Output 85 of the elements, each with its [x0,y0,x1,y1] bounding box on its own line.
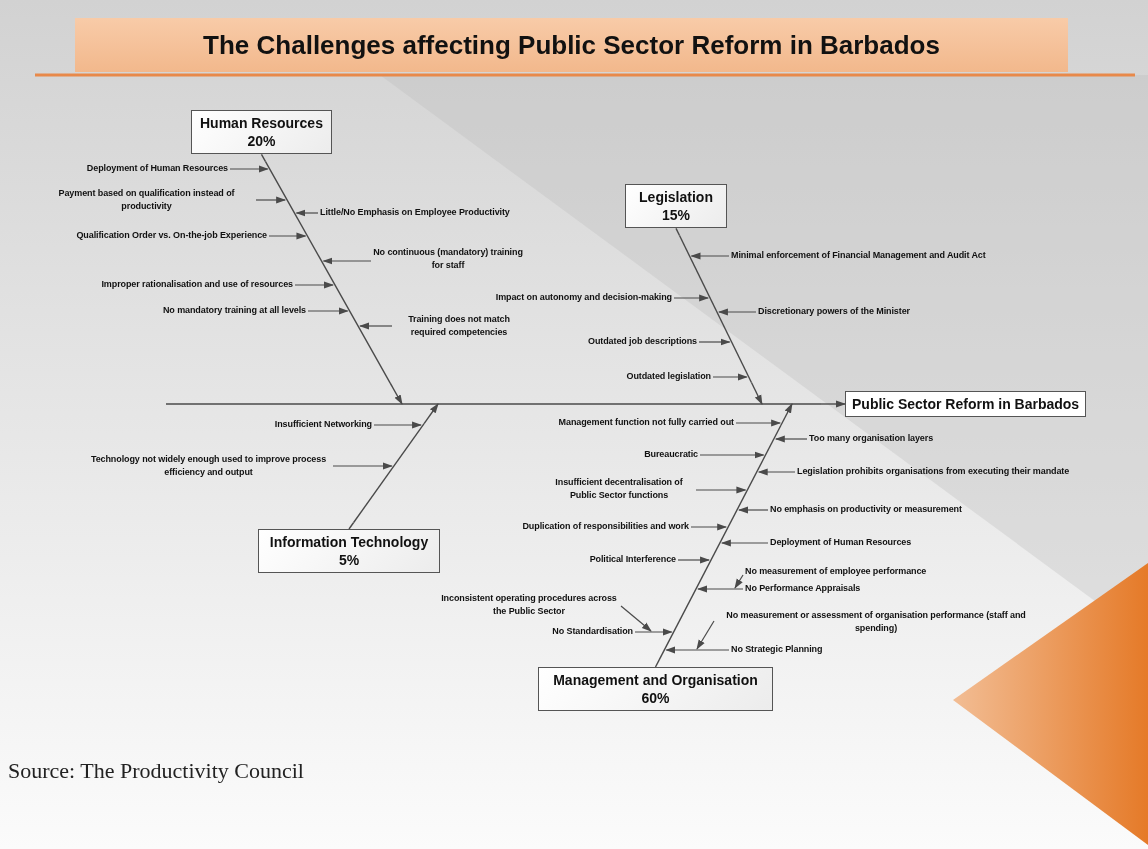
cause-label: Improper rationalisation and use of resources [101,278,293,292]
arrow [695,486,747,494]
arrow [322,257,372,265]
cause-label: Little/No Emphasis on Employee Productivity [320,206,510,220]
cause-label: Training does not match required competencies [394,312,524,340]
cause-label: Payment based on qualification instead of productivity [39,186,254,214]
cause-label: Duplication of responsibilities and work [522,520,689,534]
category-title: Information Technology [268,533,430,552]
arrow [255,196,287,204]
arrow [634,628,673,636]
title: The Challenges affecting Public Sector Reform in Barbados [203,29,940,61]
arrow [359,322,393,330]
arrow [677,556,711,564]
arrow [389,382,403,405]
arrow [268,232,307,240]
arrow [774,435,808,443]
connector-line [260,153,267,163]
percentage-label: 15% [661,206,691,225]
cause-label: No measurement of employee performance [745,565,927,579]
arrow [690,252,730,260]
cause-label: Deployment of Human Resources [86,162,228,176]
leader-arrow [696,620,715,650]
arrow [699,451,765,459]
cause-label: No measurement or assessment of organisation performance (staff and spending) [716,608,1036,636]
arrow [720,539,769,547]
cause-label: Management function not fully carried out [558,416,734,430]
percentage-label: 5% [337,551,361,570]
category-box [258,529,440,574]
arrow [229,165,269,173]
connector-line [675,227,681,237]
leader-arrow [734,574,744,589]
arrow [665,646,730,654]
category-title: Human Resources [200,114,323,133]
arrow [750,381,763,405]
cause-label: Outdated job descriptions [588,335,697,349]
arrow [332,462,393,470]
arrow [698,338,731,346]
arrow [738,506,769,514]
cause-label: Legislation prohibits organisations from executing their mandate [797,465,1070,479]
cause-label: Insufficient Networking [274,418,372,432]
cause-label: No continuous (mandatory) training for staff [373,245,523,273]
arrow [735,419,782,427]
arrow [757,468,796,476]
cause-label: No emphasis on productivity or measurement [770,503,962,517]
arrow [295,209,319,217]
cause-label: Insufficient decentralisation of Public Sector functions [544,475,694,503]
cause-label: Discretionary powers of the Minister [758,305,910,319]
category-title: Management and Organisation [552,671,759,690]
arrow [373,421,423,429]
connector-line [348,521,355,530]
percentage-label: 60% [640,689,671,708]
category-title: Legislation [638,188,714,207]
arrow [712,373,748,381]
cause-label: Technology not widely enough used to improve process efficiency and output [86,452,331,480]
arrow [294,281,334,289]
cause-label: Bureaucratic [644,448,698,462]
connector-line [654,659,660,668]
cause-label: Too many organisation layers [809,432,934,446]
arrow [697,585,744,593]
arrow [717,308,757,316]
cause-label: Political Interference [589,553,676,567]
cause-label: No Strategic Planning [731,643,823,657]
caption: Source: The Productivity Council [8,758,304,784]
cause-label: Outdated legislation [626,370,711,384]
category-box [191,110,332,155]
percentage-label: 20% [246,132,277,151]
arrow [423,403,439,425]
cause-label: Qualification Order vs. On-the-job Experience [76,229,267,243]
arrow [690,523,728,531]
cause-label: Impact on autonomy and decision-making [495,291,672,305]
arrow [307,307,349,315]
category-box [625,184,727,229]
arrow [673,294,710,302]
cause-label: No Performance Appraisals [745,582,861,596]
cause-label: No Standardisation [552,625,633,639]
leader-arrow [620,605,652,632]
cause-label: Minimal enforcement of Financial Management and Audit Act [731,249,986,263]
cause-label: Deployment of Human Resources [770,536,912,550]
cause-label: Inconsistent operating procedures across the Public Sector [439,591,619,619]
category-box [538,667,773,712]
spine-line [165,403,822,405]
cause-label: No mandatory training at all levels [162,304,306,318]
effect-box: Public Sector Reform in Barbados [845,391,1087,417]
arrow [820,400,846,408]
arrow [780,403,793,426]
